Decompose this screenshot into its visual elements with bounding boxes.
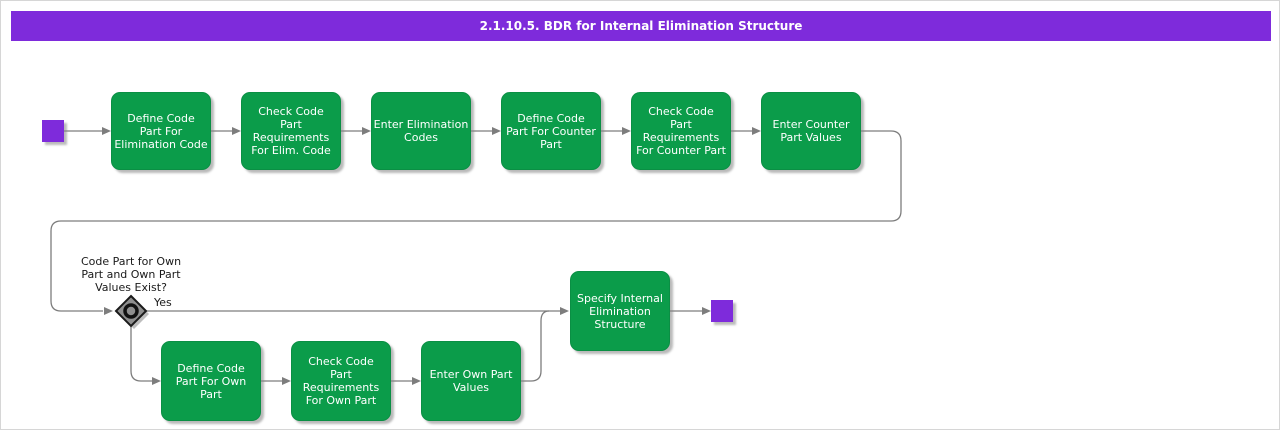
activity-enter-elimination-codes: Enter Elimination Codes [371, 92, 471, 170]
activity-label: Define Code Part For Elimination Code [114, 111, 208, 151]
activity-label: Check Code Part Requirements For Elim. C… [251, 105, 331, 157]
activity-define-elimination-code: Define Code Part For Elimination Code [111, 92, 211, 170]
decision-diamond [114, 294, 149, 329]
activity-label: Enter Elimination Codes [373, 118, 469, 144]
activity-define-counter-part: Define Code Part For Counter Part [501, 92, 601, 170]
end-node [711, 300, 733, 322]
connector-decision-down-to-define-own [130, 326, 152, 382]
arrowhead-into-decision [104, 307, 113, 315]
activity-check-elim-code-requirements: Check Code Part Requirements For Elim. C… [241, 92, 341, 170]
decision-node-icon [123, 303, 139, 319]
activity-label: Enter Counter Part Values [772, 118, 850, 144]
arrowhead-into-enter-own [412, 377, 421, 385]
diagram-title-bar: 2.1.10.5. BDR for Internal Elimination S… [11, 11, 1271, 41]
arrowhead-into-end [702, 307, 711, 315]
activity-check-counter-part-requirements: Check Code Part Requirements For Counter… [631, 92, 731, 170]
activity-enter-counter-part-values: Enter Counter Part Values [761, 92, 861, 170]
decision-question-text: Code Part for Own Part and Own Part Valu… [80, 255, 182, 294]
arrowhead-into-check-counter [622, 127, 631, 135]
decision-yes-label: Yes [154, 296, 172, 309]
arrowhead-into-define-elim [102, 127, 111, 135]
connector-enter-own-merge-up [521, 310, 550, 382]
activity-label: Check Code Part Requirements For Own Par… [302, 355, 380, 407]
connector-enter-counter-to-decision [50, 130, 902, 312]
activity-define-own-part: Define Code Part For Own Part [161, 341, 261, 421]
activity-label: Define Code Part For Own Part [175, 361, 247, 401]
arrowhead-into-define-own [152, 377, 161, 385]
activity-specify-internal-elimination-structure: Specify Internal Elimination Structure [570, 271, 670, 351]
arrowhead-into-check-elim [232, 127, 241, 135]
activity-label: Specify Internal Elimination Structure [577, 291, 663, 331]
activity-label: Define Code Part For Counter Part [506, 111, 596, 151]
arrowhead-into-define-counter [492, 127, 501, 135]
arrowhead-into-enter-elim [362, 127, 371, 135]
arrowhead-into-specify [560, 307, 569, 315]
activity-enter-own-part-values: Enter Own Part Values [421, 341, 521, 421]
activity-check-own-part-requirements: Check Code Part Requirements For Own Par… [291, 341, 391, 421]
decision-diamond-shape [114, 294, 148, 328]
start-node [42, 120, 64, 142]
activity-label: Enter Own Part Values [429, 368, 513, 394]
arrowhead-into-enter-counter [752, 127, 761, 135]
activity-label: Check Code Part Requirements For Counter… [636, 105, 726, 157]
arrowhead-into-check-own [282, 377, 291, 385]
